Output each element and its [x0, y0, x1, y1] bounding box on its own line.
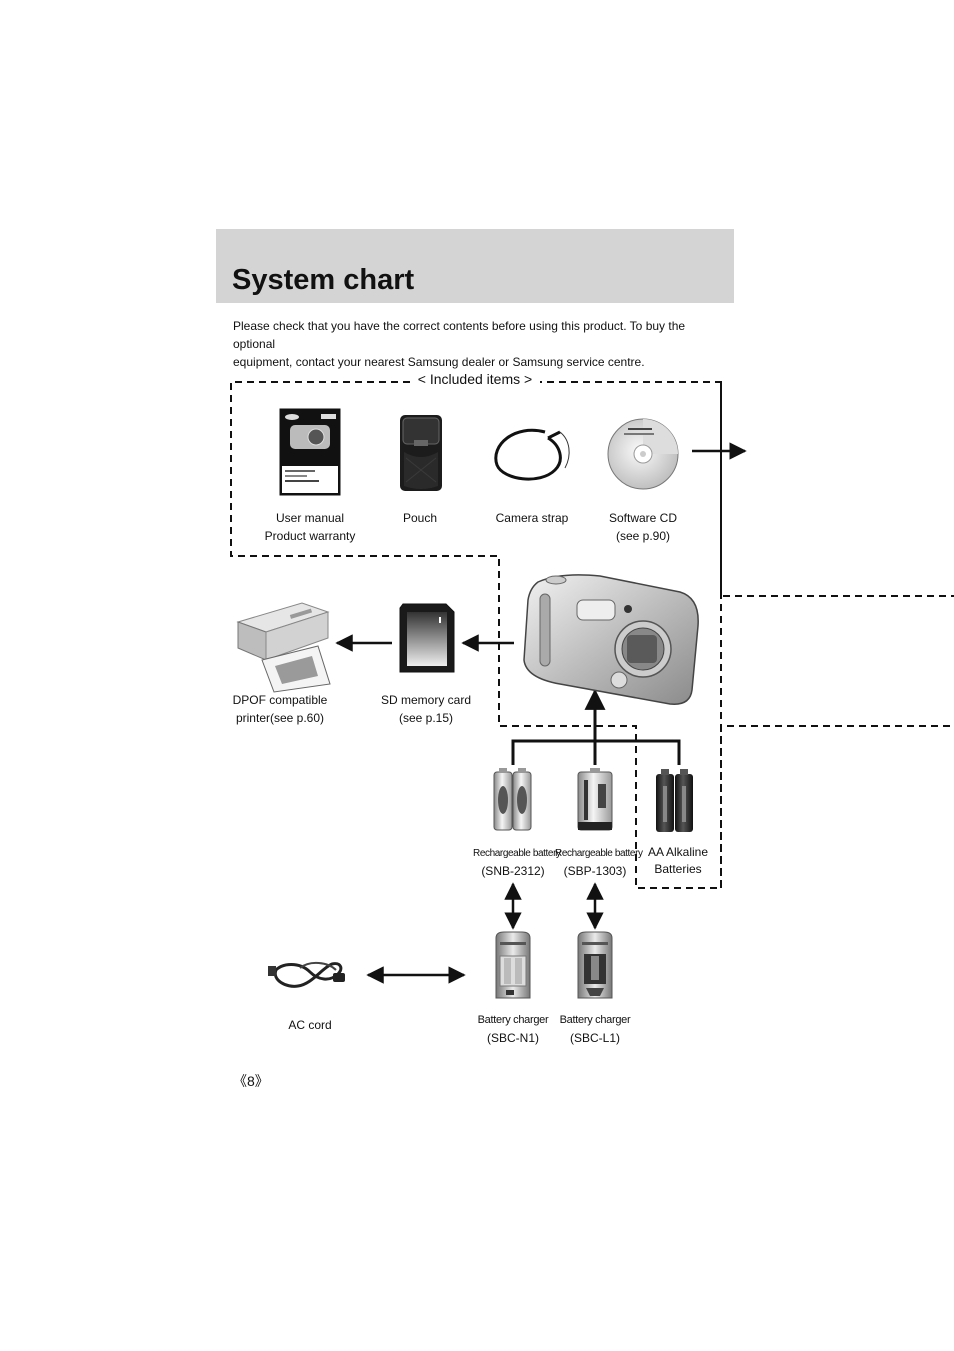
label-ac-cord: AC cord [270, 1016, 350, 1034]
label-line: SD memory card [380, 693, 472, 707]
label-sd-card: SD memory card (see p.15) [371, 691, 481, 727]
label-line: Battery charger [477, 1014, 549, 1026]
intro-text: Please check that you have the correct c… [233, 317, 723, 371]
page-title: System chart [232, 264, 415, 296]
included-items-heading: < Included items > [410, 370, 540, 388]
included-items-boundary [230, 381, 722, 889]
label-line: User manual [275, 511, 345, 525]
label-line: printer(see p.60) [235, 711, 325, 725]
battery-sbp-1303-image [577, 768, 613, 831]
label-line: (SBC-N1) [486, 1031, 539, 1045]
label-line: (see p.90) [615, 529, 671, 543]
camera-strap-image [494, 428, 570, 481]
label-battery-sbp: Rechargeable battery (SBP-1303) [555, 845, 643, 879]
label-line: Battery charger [559, 1014, 631, 1026]
label-software-cd: Software CD (see p.90) [593, 509, 693, 545]
optional-boundary-upper [720, 382, 954, 597]
label-line: (SBC-L1) [569, 1031, 620, 1045]
label-printer: DPOF compatible printer(see p.60) [220, 691, 340, 727]
label-line: Product warranty [264, 529, 356, 543]
battery-snb-2312-image [493, 768, 532, 831]
page-number: 《8》 [233, 1073, 269, 1089]
label-battery-snb: Rechargeable battery (SNB-2312) [473, 845, 561, 879]
label-aa-batteries: AA Alkaline Batteries [638, 844, 718, 878]
pouch-image [400, 415, 442, 491]
label-line: Rechargeable battery [473, 848, 561, 859]
label-line: (see p.15) [398, 711, 454, 725]
user-manual-image [279, 408, 341, 496]
label-user-manual: User manual Product warranty [250, 509, 370, 545]
label-pouch: Pouch [380, 509, 460, 527]
label-line: Rechargeable battery [555, 848, 643, 859]
label-charger-n1: Battery charger (SBC-N1) [468, 1011, 558, 1047]
label-line: Camera strap [495, 511, 569, 525]
label-line: AC cord [288, 1018, 332, 1032]
optional-boundary-lower [720, 725, 954, 888]
intro-line-2: equipment, contact your nearest Samsung … [233, 355, 645, 369]
label-line: DPOF compatible [232, 693, 328, 707]
label-line: AA Alkaline [647, 845, 709, 859]
label-line: Batteries [654, 862, 702, 876]
label-charger-l1: Battery charger (SBC-L1) [550, 1011, 640, 1047]
label-line: Pouch [402, 511, 438, 525]
header-band [216, 229, 734, 303]
charger-sbc-n1-image [495, 931, 531, 999]
camera-image [523, 574, 699, 705]
label-line: (SBP-1303) [563, 864, 627, 878]
label-line: Software CD [608, 511, 678, 525]
charger-sbc-l1-image [577, 931, 613, 999]
label-line: (SNB-2312) [481, 864, 545, 878]
label-camera-strap: Camera strap [482, 509, 582, 527]
software-cd-image [607, 418, 679, 490]
printer-image [236, 602, 331, 693]
aa-batteries-image [656, 769, 693, 832]
sd-card-image [399, 603, 455, 673]
intro-line-1: Please check that you have the correct c… [233, 319, 686, 351]
ac-cord-image [268, 962, 345, 988]
